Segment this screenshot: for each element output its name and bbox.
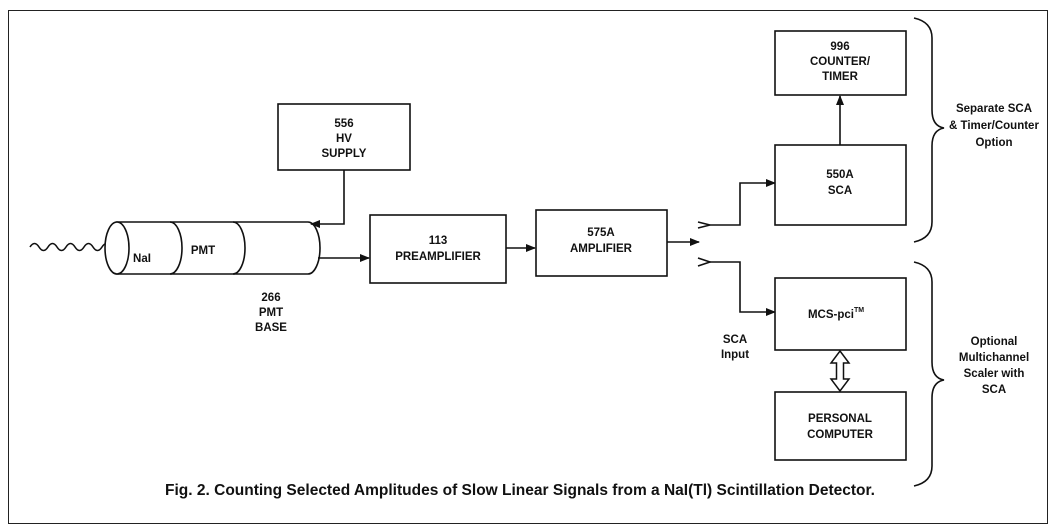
mcs-computer-link [829,349,851,393]
svg-text:TIMER: TIMER [822,71,858,83]
nai-label: NaI [133,253,151,265]
sca-option-label: Separate SCA & Timer/Counter Option [949,103,1039,149]
mcs-pci-box: MCS-pciTM [774,277,907,351]
svg-text:& Timer/Counter: & Timer/Counter [949,120,1039,132]
sca-option-brace [913,17,945,243]
svg-text:PREAMPLIFIER: PREAMPLIFIER [395,251,481,263]
svg-text:Input: Input [721,349,749,361]
svg-text:996: 996 [830,41,849,53]
figure-caption: Fig. 2. Counting Selected Amplitudes of … [165,482,875,499]
nai-pmt-detector: NaI PMT [104,221,321,275]
svg-text:COUNTER/: COUNTER/ [810,56,871,68]
svg-text:COMPUTER: COMPUTER [807,429,874,441]
sca-input-label: SCA Input [721,334,749,361]
svg-text:113: 113 [429,235,448,247]
amplifier-box: 575A AMPLIFIER [535,209,668,277]
pmt-label: PMT [191,245,215,257]
sca-connector [697,221,711,229]
svg-text:SCA: SCA [982,384,1006,396]
preamplifier-box: 113 PREAMPLIFIER [369,214,507,284]
svg-text:HV: HV [336,133,352,145]
hv-to-base-arrow [310,170,345,228]
svg-text:SCA: SCA [828,185,852,197]
mcs-connector [697,257,713,267]
to-mcs-arrow [710,261,776,316]
svg-text:266: 266 [261,292,280,304]
radiation-wave [29,242,119,252]
svg-text:Scaler with: Scaler with [964,368,1025,380]
mcs-label: MCS-pciTM [808,307,864,321]
svg-text:575A: 575A [587,227,615,239]
svg-text:SCA: SCA [723,334,747,346]
svg-text:Option: Option [975,137,1012,149]
hv-supply-box: 556 HV SUPPLY [277,103,411,171]
personal-computer-box: PERSONAL COMPUTER [774,391,907,461]
figure-frame [8,10,1048,524]
svg-text:Separate SCA: Separate SCA [956,103,1032,115]
svg-text:SUPPLY: SUPPLY [322,148,367,160]
svg-text:Optional: Optional [971,336,1018,348]
svg-text:AMPLIFIER: AMPLIFIER [570,243,633,255]
svg-text:556: 556 [334,118,353,130]
svg-text:Multichannel: Multichannel [959,352,1029,364]
counter-timer-box: 996 COUNTER/ TIMER [774,30,907,96]
mcs-option-brace [913,261,945,487]
svg-text:PMT: PMT [259,307,283,319]
pmt-base-label: 266 PMT BASE [255,292,287,334]
sca-box: 550A SCA [774,144,907,226]
svg-text:550A: 550A [826,169,854,181]
mcs-option-label: Optional Multichannel Scaler with SCA [959,336,1029,396]
to-sca-arrow [710,179,776,226]
svg-text:PERSONAL: PERSONAL [808,413,872,425]
svg-text:BASE: BASE [255,322,287,334]
